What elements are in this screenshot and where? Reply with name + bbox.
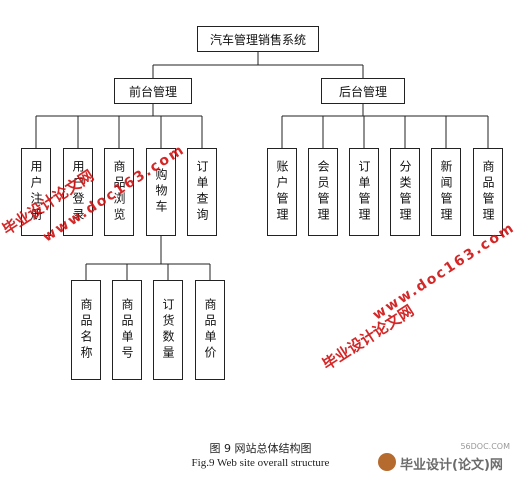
front-management-node: 前台管理 bbox=[114, 78, 192, 104]
node-label: 商品管理 bbox=[481, 160, 495, 224]
node-label: 商品单号 bbox=[120, 298, 134, 362]
logo-circle-icon bbox=[378, 453, 396, 471]
node-label: 商品名称 bbox=[79, 298, 93, 362]
node-label: 账户管理 bbox=[275, 160, 289, 224]
cart-child-quantity: 订货数量 bbox=[153, 280, 183, 380]
logo-text: 毕业设计(论文)网 bbox=[400, 458, 503, 473]
node-label: 分类管理 bbox=[398, 160, 412, 224]
back-child-order: 订单管理 bbox=[349, 148, 379, 236]
node-label: 商品单价 bbox=[203, 298, 217, 362]
root-node: 汽车管理销售系统 bbox=[197, 26, 319, 52]
node-label: 新闻管理 bbox=[439, 160, 453, 224]
cart-child-price: 商品单价 bbox=[195, 280, 225, 380]
node-label: 商品浏览 bbox=[112, 160, 126, 224]
node-label: 用户注册 bbox=[29, 160, 43, 224]
logo-url: 56DOC.COM bbox=[460, 442, 510, 451]
cart-child-name: 商品名称 bbox=[71, 280, 101, 380]
figure-caption-cn: 图 9 网站总体结构图 bbox=[209, 442, 312, 455]
back-child-member: 会员管理 bbox=[308, 148, 338, 236]
figure-caption-en: Fig.9 Web site overall structure bbox=[191, 457, 330, 469]
node-label: 订单查询 bbox=[195, 160, 209, 224]
cart-child-number: 商品单号 bbox=[112, 280, 142, 380]
front-child-login: 用户登录 bbox=[63, 148, 93, 236]
node-label: 订单管理 bbox=[357, 160, 371, 224]
front-child-order-query: 订单查询 bbox=[187, 148, 217, 236]
node-label: 订货数量 bbox=[161, 298, 175, 362]
back-child-product: 商品管理 bbox=[473, 148, 503, 236]
node-label: 会员管理 bbox=[316, 160, 330, 224]
front-child-cart: 购物车 bbox=[146, 148, 176, 236]
back-management-node: 后台管理 bbox=[321, 78, 405, 104]
node-label: 购物车 bbox=[154, 168, 168, 216]
site-logo: 56DOC.COM 毕业设计(论文)网 bbox=[378, 442, 516, 476]
front-child-register: 用户注册 bbox=[21, 148, 51, 236]
back-child-news: 新闻管理 bbox=[431, 148, 461, 236]
node-label: 用户登录 bbox=[71, 160, 85, 224]
back-child-category: 分类管理 bbox=[390, 148, 420, 236]
back-child-account: 账户管理 bbox=[267, 148, 297, 236]
front-child-browse: 商品浏览 bbox=[104, 148, 134, 236]
